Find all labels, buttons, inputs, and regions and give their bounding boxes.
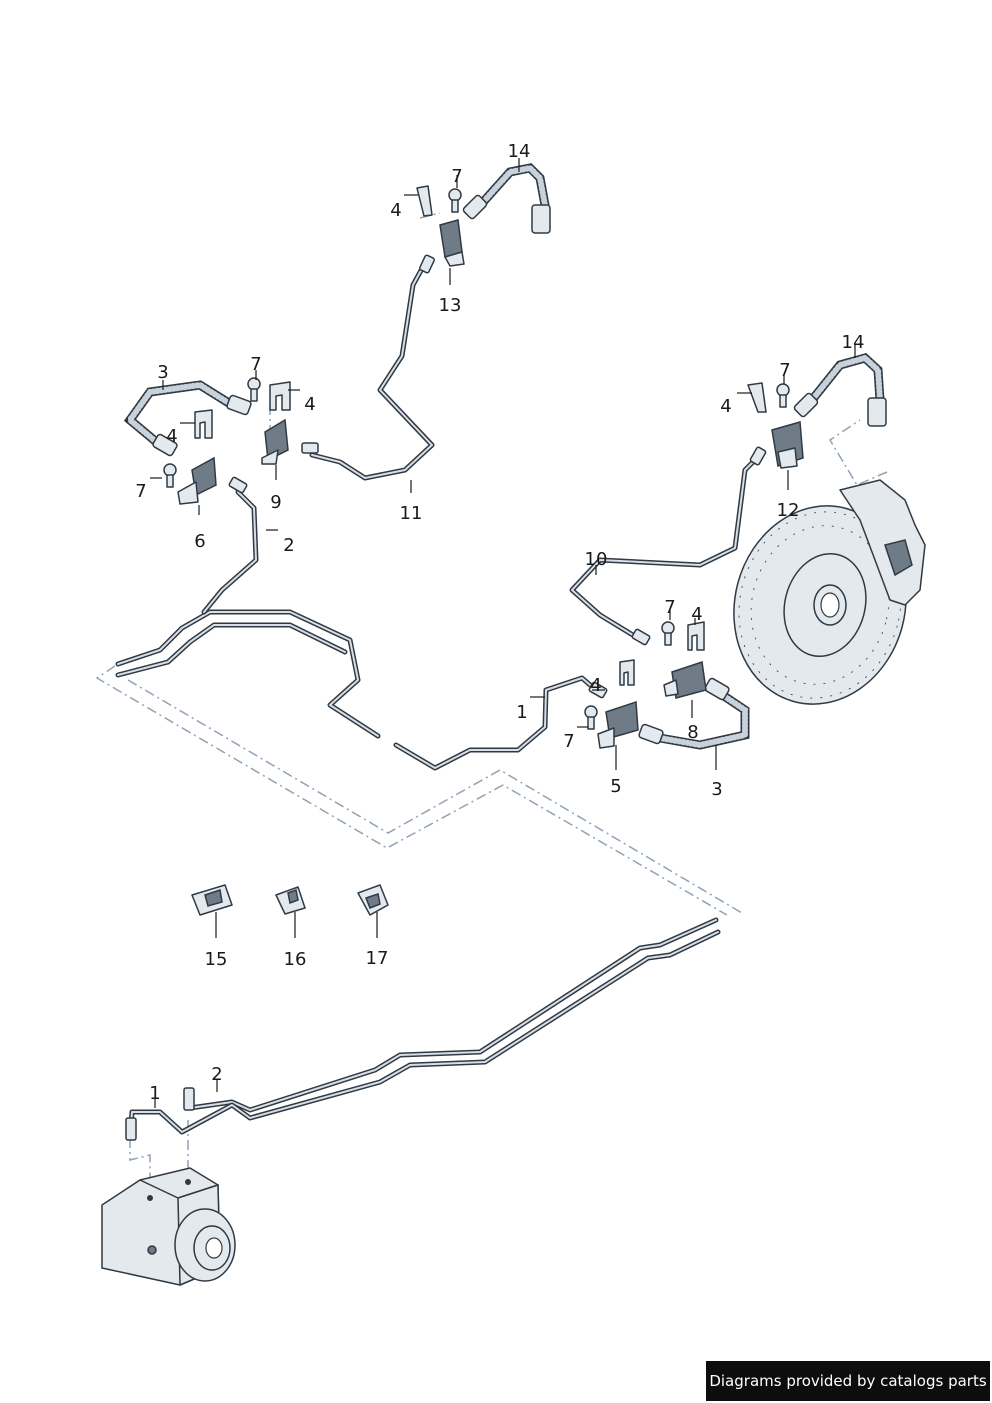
callout-4: 4 (691, 604, 702, 625)
callout-14: 14 (508, 141, 531, 162)
callout-16: 16 (284, 949, 307, 970)
callout-10: 10 (585, 549, 608, 570)
callout-8: 8 (687, 722, 698, 743)
callout-4: 4 (166, 426, 177, 447)
callout-labels: 14 7 4 13 3 7 4 4 7 9 6 2 11 14 7 4 12 1… (135, 141, 864, 1104)
brake-hose-14-upper (471, 163, 550, 215)
callout-12: 12 (777, 500, 800, 521)
spring-clips (194, 185, 767, 686)
bracket-9 (261, 418, 289, 465)
callout-15: 15 (205, 949, 228, 970)
callout-9: 9 (270, 492, 281, 513)
brake-pipe-11 (309, 262, 435, 481)
callout-2: 2 (283, 535, 294, 556)
credit-text: Diagrams provided by catalogs parts (709, 1372, 987, 1390)
callout-5: 5 (610, 776, 621, 797)
clip-17 (357, 884, 389, 916)
diagram-credit-banner: Diagrams provided by catalogs parts (706, 1361, 990, 1401)
brake-hose-14-right (803, 352, 885, 410)
callout-1: 1 (516, 702, 527, 723)
bracket-12 (771, 421, 804, 469)
bracket-8 (663, 661, 707, 699)
callout-1: 1 (149, 1083, 160, 1104)
hose-end-fittings (152, 194, 887, 745)
phantom-outline-lines (95, 212, 888, 1200)
callout-17: 17 (366, 948, 389, 969)
bracket-5 (597, 700, 639, 749)
callout-7: 7 (250, 354, 261, 375)
brake-disc-assembly (733, 479, 926, 705)
brake-pipe-long-run (115, 609, 599, 771)
brake-pipe-lower-run (128, 917, 721, 1135)
callout-7: 7 (563, 731, 574, 752)
callout-leader-lines (150, 158, 856, 1108)
pipe-fittings (125, 254, 767, 1141)
callout-3: 3 (711, 779, 722, 800)
callout-4: 4 (304, 394, 315, 415)
callout-7: 7 (135, 481, 146, 502)
abs-hydraulic-unit (101, 1167, 236, 1286)
brake-hose-3-lower (655, 687, 750, 750)
callout-3: 3 (157, 362, 168, 383)
callout-7: 7 (779, 360, 790, 381)
bracket-6 (177, 456, 217, 505)
mounting-bolts (163, 188, 790, 730)
brake-pipe-10 (569, 455, 760, 643)
callout-11: 11 (400, 503, 423, 524)
callout-13: 13 (439, 295, 462, 316)
brake-pipe-2-upper-left (201, 489, 259, 615)
callout-7: 7 (664, 597, 675, 618)
bracket-13 (439, 219, 465, 267)
callout-6: 6 (194, 531, 205, 552)
clip-16 (275, 886, 306, 915)
callout-7: 7 (451, 166, 462, 187)
callout-2: 2 (211, 1064, 222, 1085)
callout-4: 4 (390, 200, 401, 221)
clip-15 (191, 884, 233, 916)
callout-4: 4 (720, 396, 731, 417)
brake-hose-3-upper (123, 380, 237, 450)
callout-4: 4 (590, 675, 601, 696)
callout-14: 14 (842, 332, 865, 353)
